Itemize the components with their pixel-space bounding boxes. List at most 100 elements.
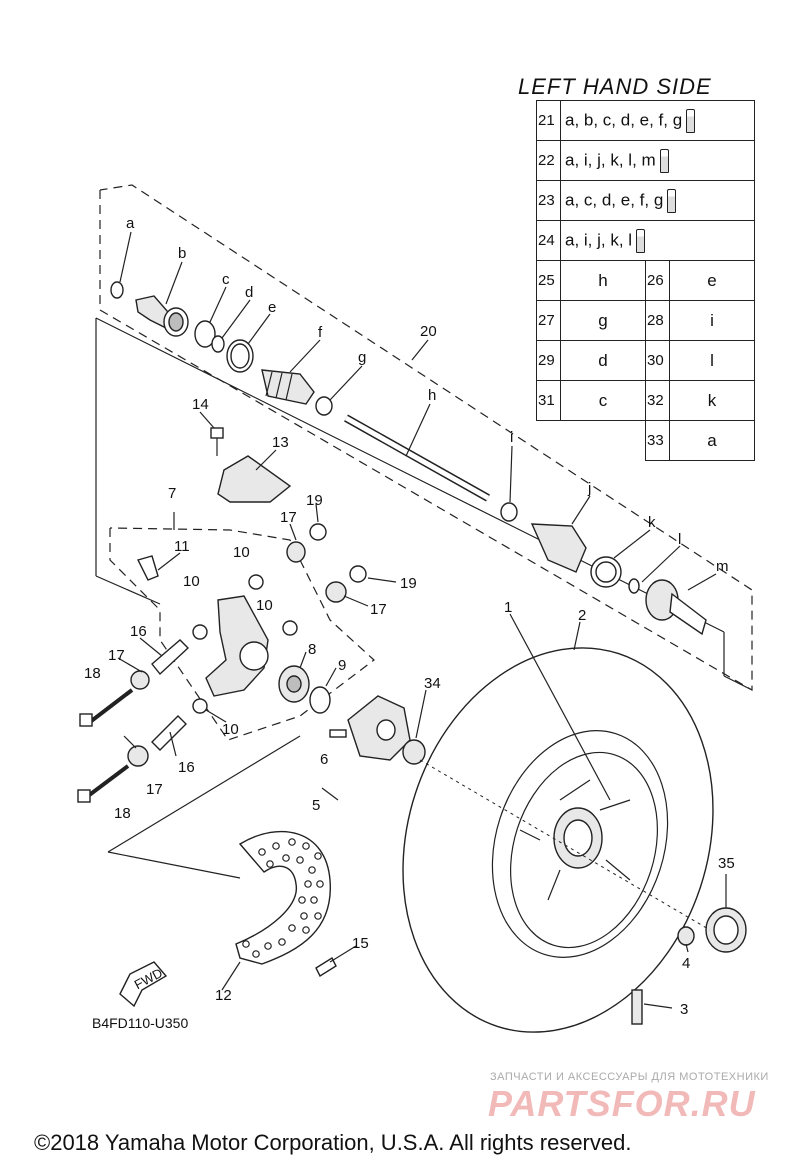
- legend-pair-row: 31 c 32 k: [536, 380, 755, 421]
- disc-hole: [278, 938, 286, 946]
- disc-hole: [272, 842, 280, 850]
- legend-kit-parts: a, c, d, e, f, g: [560, 180, 755, 221]
- callout-7: 7: [168, 485, 176, 502]
- disc-hole: [242, 940, 250, 948]
- callout-d: d: [245, 284, 253, 301]
- callout-17-c: 17: [108, 647, 125, 664]
- band-k: [590, 556, 622, 588]
- disc-hole: [288, 924, 296, 932]
- callout-12: 12: [215, 987, 232, 1004]
- disc-hole: [264, 942, 272, 950]
- circlip-9: [309, 686, 331, 714]
- callout-18-b: 18: [114, 805, 131, 822]
- callout-i: i: [510, 429, 513, 446]
- legend-kit-parts: a, i, j, k, l: [560, 220, 755, 261]
- legend-val: k: [669, 380, 755, 421]
- callout-35: 35: [718, 855, 735, 872]
- callout-10-d: 10: [222, 721, 239, 738]
- legend-kit-row: 21 a, b, c, d, e, f, g: [536, 100, 755, 141]
- legend-val: c: [560, 380, 646, 421]
- legend-num: 29: [536, 340, 561, 381]
- callout-20: 20: [420, 323, 437, 340]
- shaft-h: [344, 414, 490, 502]
- callout-5: 5: [312, 797, 320, 814]
- legend-val: i: [669, 300, 755, 341]
- callout-11: 11: [174, 538, 190, 555]
- callout-m: m: [716, 558, 729, 575]
- legend-val: a: [669, 420, 755, 461]
- callout-15: 15: [352, 935, 369, 952]
- disc-hole: [298, 896, 306, 904]
- bushings: [127, 523, 367, 767]
- callout-13: 13: [272, 434, 289, 451]
- legend-kit-num: 23: [536, 180, 561, 221]
- callout-10-c: 10: [256, 597, 273, 614]
- clip-d: [211, 335, 225, 353]
- brake-guide-lines: [107, 735, 301, 879]
- callout-l: l: [678, 531, 681, 548]
- callout-18-a: 18: [84, 665, 101, 682]
- disc-hole: [258, 848, 266, 856]
- legend-kit-row: 22 a, i, j, k, l, m: [536, 140, 755, 181]
- callout-b: b: [178, 245, 186, 262]
- legend-num: 32: [645, 380, 670, 421]
- callout-14: 14: [192, 396, 209, 413]
- cv-joint-inner-m: [645, 579, 707, 636]
- callout-17-b: 17: [370, 601, 387, 618]
- callout-j: j: [587, 480, 591, 497]
- callout-17-a: 17: [280, 509, 297, 526]
- callout-16-b: 16: [178, 759, 195, 776]
- callout-k: k: [648, 514, 656, 531]
- grease-tube-icon: [659, 148, 669, 173]
- callout-9: 9: [338, 657, 346, 674]
- bolt-15: [315, 956, 337, 978]
- legend-val: h: [560, 260, 646, 301]
- legend-last-row: 33 a: [537, 420, 755, 461]
- cv-joint-outer-b: [135, 295, 189, 337]
- callout-a: a: [126, 215, 135, 232]
- bolts-18: [77, 688, 134, 803]
- fwd-label: FWD: [132, 965, 165, 992]
- watermark-tagline: ЗАПЧАСТИ И АКСЕССУАРЫ ДЛЯ МОТОТЕХНИКИ: [490, 1071, 769, 1083]
- legend-table: 21 a, b, c, d, e, f, g 22 a, i, j, k, l,…: [536, 100, 755, 461]
- callout-6: 6: [320, 751, 328, 768]
- sleeves-16: [151, 639, 190, 751]
- grease-nipple-11: [136, 555, 159, 581]
- hub-5: [329, 695, 411, 761]
- legend-kit-num: 24: [536, 220, 561, 261]
- watermark-brand: PARTSFOR.RU: [488, 1083, 756, 1124]
- lug-nut-4: [677, 926, 695, 946]
- disc-hole: [282, 854, 290, 862]
- legend-num: 27: [536, 300, 561, 341]
- legend-kit-num: 22: [536, 140, 561, 181]
- disc-hole: [252, 950, 260, 958]
- boot-f: [261, 369, 315, 405]
- legend-num: 30: [645, 340, 670, 381]
- legend-pair-row: 25 h 26 e: [536, 260, 755, 301]
- disc-hole: [308, 866, 316, 874]
- disc-hole: [316, 880, 324, 888]
- disc-hole: [296, 856, 304, 864]
- disc-hole: [300, 912, 308, 920]
- legend-val: g: [560, 300, 646, 341]
- callout-34: 34: [424, 675, 441, 692]
- disc-hole: [302, 926, 310, 934]
- callout-h: h: [428, 387, 436, 404]
- callout-10-a: 10: [233, 544, 250, 561]
- callout-e: e: [268, 299, 276, 316]
- boot-j: [530, 523, 587, 573]
- copyright-notice: ©2018 Yamaha Motor Corporation, U.S.A. A…: [34, 1130, 632, 1155]
- callout-16-a: 16: [130, 623, 147, 640]
- knuckle-envelope: [109, 512, 375, 741]
- circlip-a: [110, 281, 124, 299]
- bracket-13: [217, 455, 292, 503]
- callout-f: f: [318, 324, 323, 341]
- legend-kit-row: 23 a, c, d, e, f, g: [536, 180, 755, 221]
- legend-pair-row: 29 d 30 l: [536, 340, 755, 381]
- disc-hole: [266, 860, 274, 868]
- band-e: [226, 339, 254, 373]
- callout-4: 4: [682, 955, 690, 972]
- callout-19-a: 19: [306, 492, 323, 509]
- disc-hole: [302, 842, 310, 850]
